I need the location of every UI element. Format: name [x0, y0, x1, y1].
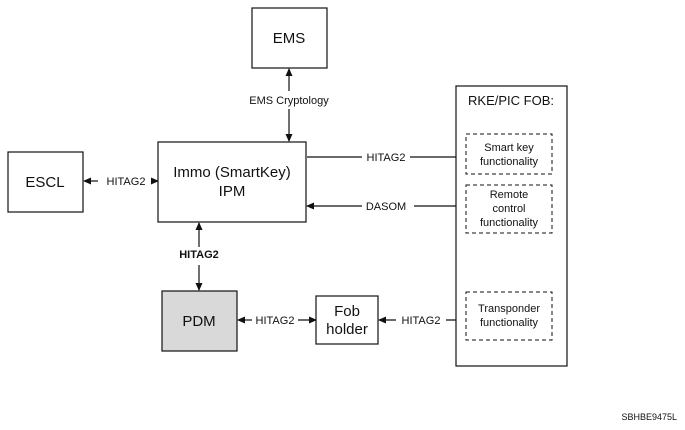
pdm-label: PDM: [182, 313, 215, 330]
immo-ipm-node: Immo (SmartKey) IPM: [157, 141, 307, 223]
edge-immo-pdm: HITAG2: [179, 222, 219, 291]
smart-key-functionality-node: Smart key functionality: [465, 133, 553, 175]
edge-fob-transponder: HITAG2: [378, 315, 467, 327]
transponder-label-line2: functionality: [480, 317, 539, 329]
edge-label-fob-hitag2: HITAG2: [402, 315, 441, 327]
fob-holder-label-line1: Fob: [334, 303, 360, 320]
figure-reference-code: SBHBE9475L: [621, 412, 677, 422]
edge-pdm-fob: HITAG2: [237, 315, 317, 327]
edge-ems-immo: EMS Cryptology: [249, 68, 329, 142]
ems-node: EMS: [251, 7, 328, 69]
immo-label-line1: Immo (SmartKey): [173, 164, 291, 181]
edge-immo-smartkey: HITAG2: [307, 152, 467, 164]
smart-key-label-line1: Smart key: [484, 142, 534, 154]
immo-label-line2: IPM: [219, 183, 246, 200]
remote-control-label-line3: functionality: [480, 217, 539, 229]
rke-pic-fob-title: RKE/PIC FOB:: [468, 93, 554, 108]
edge-escl-immo: HITAG2: [83, 176, 159, 188]
edge-label-pdm-hitag2: HITAG2: [256, 315, 295, 327]
ems-label: EMS: [273, 30, 306, 47]
edge-label-dasom: DASOM: [366, 201, 406, 213]
edge-label-ems-cryptology: EMS Cryptology: [249, 95, 329, 107]
remote-control-label-line2: control: [492, 203, 525, 215]
edge-label-immo-hitag2: HITAG2: [367, 152, 406, 164]
pdm-node: PDM: [161, 290, 238, 352]
transponder-label-line1: Transponder: [478, 303, 540, 315]
rke-pic-fob-container: RKE/PIC FOB: Smart key functionality Rem…: [455, 85, 568, 367]
smart-key-label-line2: functionality: [480, 156, 539, 168]
remote-control-label-line1: Remote: [490, 189, 529, 201]
escl-label: ESCL: [25, 174, 64, 191]
edge-label-escl-hitag2: HITAG2: [107, 176, 146, 188]
edge-label-immo-pdm-hitag2: HITAG2: [179, 249, 219, 261]
transponder-functionality-node: Transponder functionality: [465, 291, 553, 341]
edge-remote-immo: DASOM: [306, 201, 466, 213]
fob-holder-label-line2: holder: [326, 321, 368, 338]
fob-holder-node: Fob holder: [315, 295, 379, 345]
remote-control-functionality-node: Remote control functionality: [465, 184, 553, 234]
escl-node: ESCL: [7, 151, 84, 213]
